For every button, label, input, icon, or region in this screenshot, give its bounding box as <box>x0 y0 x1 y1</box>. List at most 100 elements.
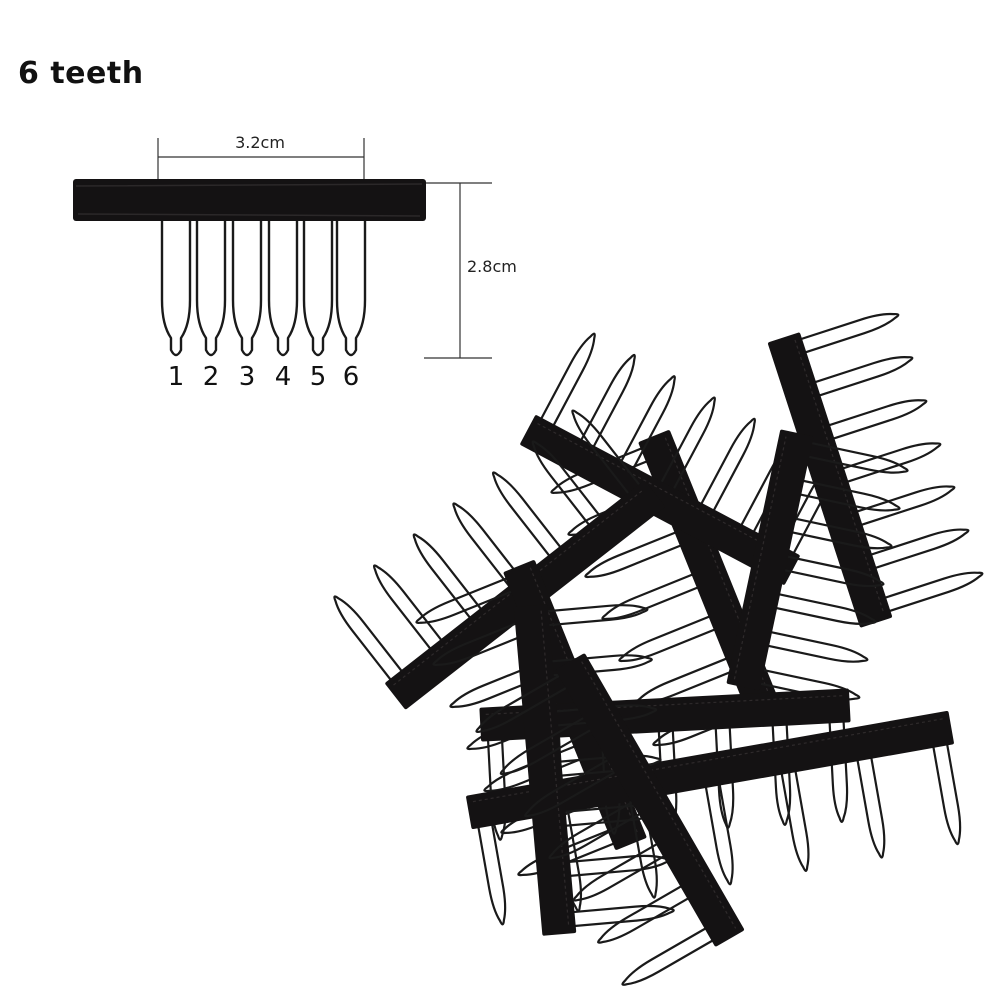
comb-tooth <box>543 720 564 838</box>
comb-tooth <box>652 396 716 504</box>
fabric-band <box>520 415 800 585</box>
comb-tooth <box>452 502 532 600</box>
comb-tooth <box>692 417 756 526</box>
comb-tooth <box>702 768 734 886</box>
comb-tooth <box>841 485 956 531</box>
wig-comb <box>333 409 665 710</box>
height-dimension: 2.8cm <box>424 182 517 359</box>
comb-tooth <box>813 399 928 445</box>
comb-tooth <box>372 564 453 662</box>
comb-tooth <box>618 609 731 663</box>
comb-tooth <box>544 754 662 779</box>
comb-tooth <box>531 604 649 628</box>
comb-tooth <box>601 567 714 621</box>
comb-tooth <box>531 440 611 539</box>
comb-tooth <box>302 215 334 357</box>
wig-comb <box>513 604 675 936</box>
comb-tooth <box>768 552 885 588</box>
tooth-number: 5 <box>310 362 327 392</box>
comb-tooth <box>572 835 679 902</box>
fabric-band <box>767 332 893 628</box>
comb-tooth <box>412 533 492 631</box>
comb-pile <box>333 312 984 986</box>
comb-tooth <box>499 708 606 776</box>
fabric-band <box>638 430 782 720</box>
comb-tooth <box>231 215 263 357</box>
tooth-number: 3 <box>239 362 256 392</box>
fabric-stitching <box>485 695 844 715</box>
fabric-band <box>503 560 647 850</box>
comb-tooth <box>415 571 528 625</box>
comb-tooth <box>827 442 942 488</box>
wig-comb <box>520 332 837 585</box>
comb-tooth <box>475 666 582 734</box>
comb-tooth <box>517 823 629 877</box>
comb-tooth <box>752 627 869 663</box>
comb-tooth <box>776 514 893 550</box>
fabric-band <box>513 604 577 936</box>
fabric-stitching <box>664 437 774 705</box>
comb-tooth <box>853 741 886 859</box>
comb-tooth <box>572 353 636 462</box>
comb-tooth <box>571 409 651 508</box>
tooth-number: 6 <box>343 362 360 392</box>
comb-tooth <box>557 904 675 929</box>
fabric-band <box>556 653 744 947</box>
comb-tooth <box>567 483 680 537</box>
comb-teeth <box>160 215 367 357</box>
wig-comb <box>767 312 984 628</box>
comb-tooth <box>432 613 545 667</box>
fabric-band <box>385 480 665 710</box>
fabric-stitching <box>529 567 639 835</box>
tooth-number: 1 <box>168 362 185 392</box>
fabric-stitching <box>75 183 423 217</box>
width-dimension: 3.2cm <box>157 133 365 185</box>
comb-tooth <box>635 651 747 705</box>
comb-tooth <box>535 654 653 678</box>
comb-tooth <box>466 697 579 751</box>
fabric-band <box>726 429 814 691</box>
comb-tooth <box>548 792 655 860</box>
comb-tooth <box>449 655 562 709</box>
comb-tooth <box>599 717 621 835</box>
comb-tooth <box>777 755 810 872</box>
comb-tooth <box>333 595 413 693</box>
fabric-band <box>466 711 954 829</box>
tooth-number: 4 <box>275 362 292 392</box>
fabric-band <box>479 688 851 742</box>
fabric-band <box>73 179 426 221</box>
wig-comb <box>726 429 909 701</box>
comb-tooth <box>785 312 900 359</box>
comb-tooth <box>772 460 837 568</box>
fabric-stitching <box>393 488 645 686</box>
comb-tooth <box>584 525 697 579</box>
comb-tooth <box>267 215 299 357</box>
comb-tooth <box>500 781 612 835</box>
comb-tooth <box>524 750 630 818</box>
comb-tooth <box>929 728 962 846</box>
comb-tooth <box>784 476 901 512</box>
comb-tooth <box>548 804 667 829</box>
fabric-stitching <box>733 436 787 680</box>
fabric-stitching <box>581 661 737 929</box>
fabric-stitching <box>472 718 944 803</box>
comb-tooth <box>770 708 792 826</box>
comb-tooth <box>869 571 984 618</box>
comb-tooth <box>827 705 849 823</box>
comb-tooth <box>491 471 572 569</box>
comb-tooth <box>713 711 735 829</box>
comb-tooth <box>744 665 861 701</box>
tooth-number: 2 <box>203 362 220 392</box>
comb-tooth <box>597 877 703 944</box>
comb-tooth <box>553 854 671 879</box>
comb-tooth <box>335 215 367 357</box>
wig-comb <box>479 688 851 841</box>
comb-tooth <box>160 215 192 357</box>
height-label: 2.8cm <box>467 257 517 276</box>
comb-tooth <box>195 215 227 357</box>
comb-tooth <box>483 739 596 793</box>
comb-tooth <box>550 441 663 495</box>
comb-tooth <box>486 723 507 841</box>
